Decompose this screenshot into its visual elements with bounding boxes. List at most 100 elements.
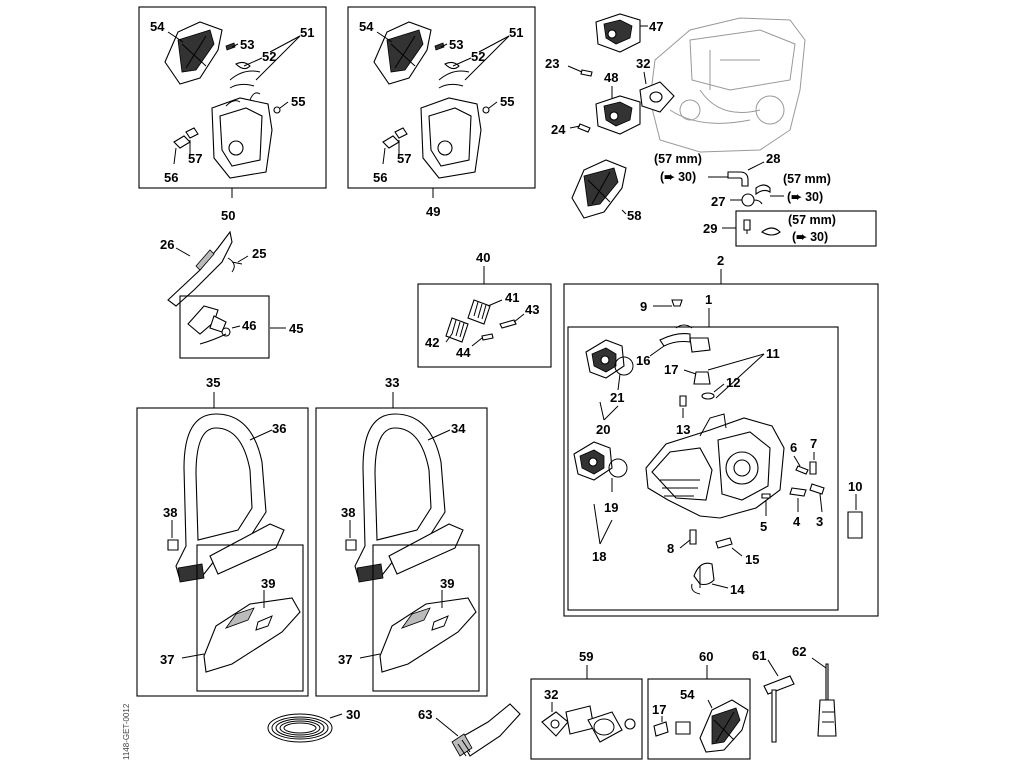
part-58-drawing	[571, 159, 627, 219]
callout-38b: 38	[341, 505, 355, 520]
part-13-screw	[679, 395, 687, 407]
callout-46: 46	[242, 318, 256, 333]
callout-3: 3	[816, 514, 823, 529]
callout-44: 44	[456, 345, 471, 360]
part-27-filter	[741, 193, 755, 207]
part-26-drawing	[167, 230, 233, 307]
callout-61: 61	[752, 648, 766, 663]
callout-58: 58	[627, 208, 641, 223]
part-14-hose-drawing	[691, 562, 715, 595]
assembly-box-40	[417, 283, 552, 368]
assembly-box-50: 54 53 52 51 55 57 56	[138, 6, 327, 198]
callout-45: 45	[289, 321, 303, 336]
callout-28: 28	[766, 151, 780, 166]
callout-52b: 52	[471, 49, 485, 64]
callout-39: 39	[261, 576, 275, 591]
callout-27: 27	[711, 194, 725, 209]
callout-60: 60	[699, 649, 713, 664]
callout-42: 42	[425, 335, 439, 350]
part-63-drawing	[451, 703, 521, 757]
callout-6: 6	[790, 440, 797, 455]
callout-17: 17	[664, 362, 678, 377]
callout-18: 18	[592, 549, 606, 564]
callout-48: 48	[604, 70, 618, 85]
assembly-box-49: 54 53 52 51 55 57 56	[347, 6, 536, 198]
callout-34: 34	[451, 421, 466, 436]
part-18-starter-drawing	[573, 441, 628, 481]
callout-54: 54	[150, 19, 165, 34]
note-ref30-b: (➨ 30)	[787, 190, 823, 204]
callout-16: 16	[636, 353, 650, 368]
note-57mm-a: (57 mm)	[654, 152, 702, 166]
part-48-drawing	[595, 95, 641, 135]
callout-25: 25	[252, 246, 266, 261]
engine-ghost-drawing	[649, 17, 806, 153]
assembly-box-60	[647, 678, 751, 760]
callout-13: 13	[676, 422, 690, 437]
part-9-plug	[671, 299, 683, 307]
note-ref30-c: (➨ 30)	[792, 230, 828, 244]
part-8-pin	[689, 529, 697, 545]
callout-59: 59	[579, 649, 593, 664]
callout-49: 49	[426, 204, 440, 219]
callout-20: 20	[596, 422, 610, 437]
figure-code: 1148-GET-0012	[122, 703, 131, 760]
callout-52: 52	[262, 49, 276, 64]
callout-15: 15	[745, 552, 759, 567]
part-10-strip	[847, 511, 863, 539]
part-16-drawing	[659, 324, 711, 353]
callout-9: 9	[640, 299, 647, 314]
assembly-box-29: (57 mm) (➨ 30)	[735, 210, 877, 247]
callout-39b: 39	[440, 576, 454, 591]
assembly-box-2	[563, 283, 879, 617]
callout-29: 29	[703, 221, 717, 236]
callout-40: 40	[476, 250, 490, 265]
assembly-box-59	[530, 678, 643, 760]
callout-62: 62	[792, 644, 806, 659]
callout-32b: 32	[544, 687, 558, 702]
callout-41: 41	[505, 290, 519, 305]
assembly-box-35	[136, 407, 309, 697]
callout-1: 1	[705, 292, 712, 307]
callout-14: 14	[730, 582, 745, 597]
assembly-box-45	[179, 295, 270, 359]
part-50-housing-drawing	[211, 92, 273, 179]
assembly-box-33	[315, 407, 488, 697]
callout-56b: 56	[373, 170, 387, 185]
callout-54c: 54	[680, 687, 695, 702]
callout-7: 7	[810, 436, 817, 451]
callout-55b: 55	[500, 94, 514, 109]
part-54-drawing	[164, 21, 223, 85]
part-15-valve	[715, 537, 733, 549]
callout-37b: 37	[338, 652, 352, 667]
callout-23: 23	[545, 56, 559, 71]
callout-57b: 57	[397, 151, 411, 166]
callout-38: 38	[163, 505, 177, 520]
callout-2: 2	[717, 253, 724, 268]
part-62-screwdriver-drawing	[817, 663, 837, 737]
callout-35: 35	[206, 375, 220, 390]
callout-63: 63	[418, 707, 432, 722]
part-24-screw	[577, 123, 591, 133]
callout-10: 10	[848, 479, 862, 494]
note-57mm-c: (57 mm)	[788, 213, 836, 227]
callout-26: 26	[160, 237, 174, 252]
part-28-hose	[755, 184, 771, 196]
note-ref30-a: (➨ 30)	[660, 170, 696, 184]
callout-53b: 53	[449, 37, 463, 52]
part-30-hose-coil	[267, 713, 333, 743]
callout-56: 56	[164, 170, 178, 185]
part-23-screw	[580, 69, 593, 77]
callout-36: 36	[272, 421, 286, 436]
callout-33: 33	[385, 375, 399, 390]
part-61-wrench-drawing	[763, 675, 795, 743]
callout-51b: 51	[509, 25, 523, 40]
callout-50: 50	[221, 208, 235, 223]
callout-5: 5	[760, 519, 767, 534]
callout-54b: 54	[359, 19, 374, 34]
callout-19: 19	[604, 500, 618, 515]
callout-8: 8	[667, 541, 674, 556]
callout-53: 53	[240, 37, 254, 52]
callout-47: 47	[649, 19, 663, 34]
